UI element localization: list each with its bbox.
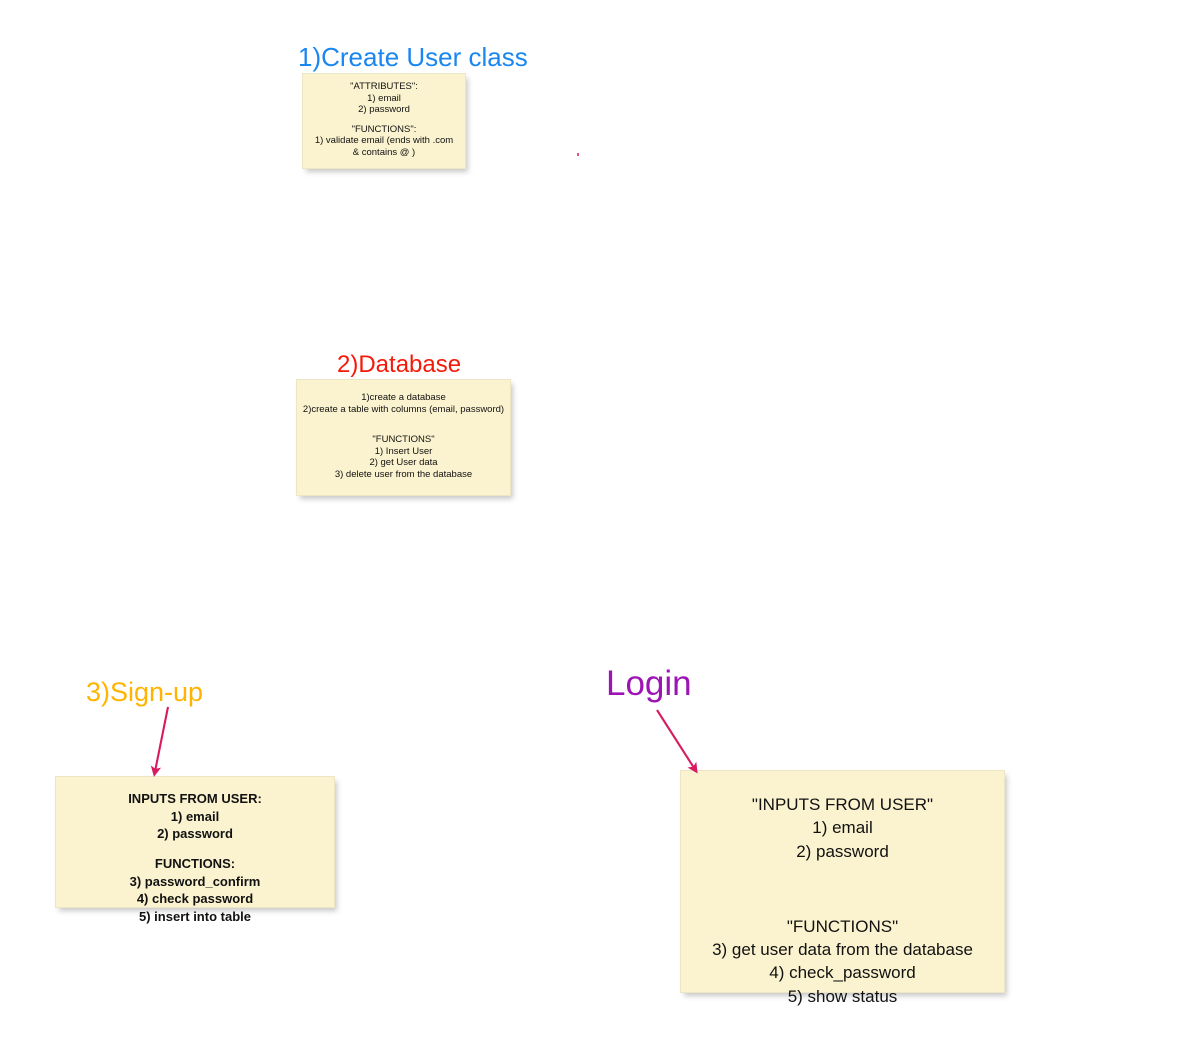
note-line: 2) get User data [369, 457, 438, 469]
note-line: "FUNCTIONS" [372, 434, 435, 446]
note-database[interactable]: 1)create a database 2)create a table wit… [296, 379, 511, 496]
note-body: INPUTS FROM USER: 1) email 2) password F… [56, 790, 334, 926]
heading-login: Login [606, 664, 692, 703]
note-line: "FUNCTIONS": [351, 123, 417, 135]
note-line: 2) password [157, 826, 233, 842]
note-line: 5) show status [787, 986, 898, 1006]
note-line: & contains @ ) [352, 146, 416, 158]
note-line: 1) email [170, 808, 220, 824]
note-line: 1) Insert User [374, 445, 433, 457]
note-line: 3) password_confirm [129, 873, 261, 889]
note-login[interactable]: "INPUTS FROM USER" 1) email 2) password … [680, 770, 1005, 1006]
note-create-user-class[interactable]: "ATTRIBUTES": 1) email 2) password "FUNC… [302, 73, 466, 169]
note-line: FUNCTIONS: [154, 856, 236, 872]
note-line: "ATTRIBUTES": [350, 81, 418, 92]
note-signup[interactable]: INPUTS FROM USER: 1) email 2) password F… [55, 776, 335, 924]
note-line: 1) validate email (ends with .com [314, 135, 454, 147]
heading-database: 2)Database [337, 351, 462, 378]
note-body: 1)create a database 2)create a table wit… [297, 392, 510, 480]
note-line: 4) check_password [769, 963, 916, 983]
stray-ink-dot [577, 153, 579, 156]
note-line: 1) email [367, 92, 401, 104]
note-line: "INPUTS FROM USER" [751, 795, 934, 814]
note-line: 3) get user data from the database [712, 940, 973, 960]
heading-signup: 3)Sign-up [86, 677, 204, 707]
note-line: 4) check password [136, 891, 254, 907]
signup-arrow-icon [150, 706, 170, 777]
note-line-gap [303, 116, 465, 124]
note-line: 3) delete user from the database [334, 468, 473, 480]
note-body: "INPUTS FROM USER" 1) email 2) password … [681, 793, 1004, 1008]
note-body: "ATTRIBUTES": 1) email 2) password "FUNC… [303, 81, 465, 158]
note-line-gap [297, 415, 510, 434]
note-line: 2) password [796, 841, 889, 861]
note-line: 1) email [812, 818, 873, 838]
note-line: "FUNCTIONS" [786, 916, 899, 936]
note-line-gap [681, 863, 1004, 915]
note-line: 2) password [358, 104, 410, 116]
note-line: 2)create a table with columns (email, pa… [302, 403, 505, 415]
note-line-gap [56, 843, 334, 855]
heading-create-user-class: 1)Create User class [298, 42, 528, 72]
login-arrow-icon [656, 709, 698, 774]
note-line: 5) insert into table [139, 909, 251, 925]
note-line: 1)create a database [361, 392, 446, 403]
note-line: INPUTS FROM USER: [128, 791, 262, 806]
